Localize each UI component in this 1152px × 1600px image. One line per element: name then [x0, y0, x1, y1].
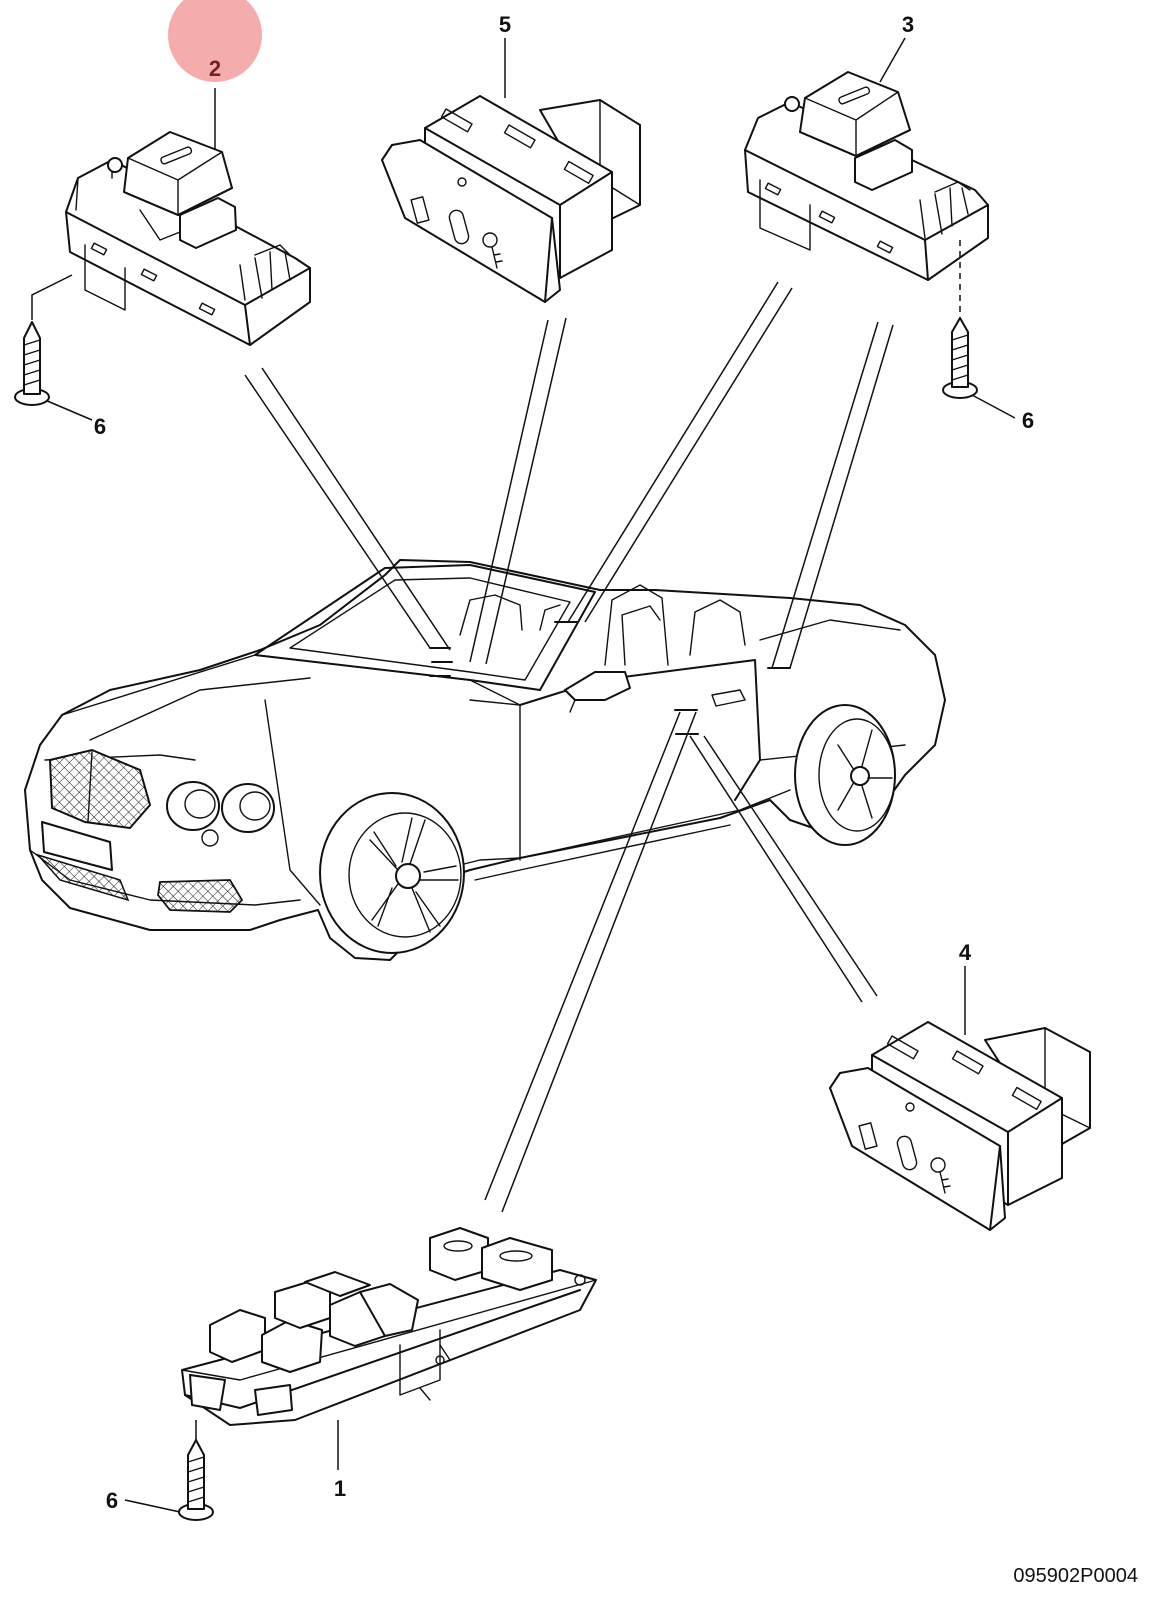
callout-2[interactable]: 2	[209, 56, 221, 81]
callout-3[interactable]: 3	[902, 12, 914, 37]
callout-4[interactable]: 4	[959, 940, 972, 965]
callout-highlight-circle[interactable]	[168, 0, 262, 82]
callout-6-left[interactable]: 6	[94, 414, 106, 439]
screw-icon	[14, 321, 50, 406]
diagram-reference-code: 095902P0004	[1013, 1565, 1138, 1587]
callout-6-bottom[interactable]: 6	[106, 1488, 118, 1513]
callout-5[interactable]: 5	[499, 12, 511, 37]
screw-icon	[942, 317, 978, 399]
leader-lines	[244, 281, 894, 1213]
callout-6-right[interactable]: 6	[1022, 408, 1034, 433]
part-5-seat-memory-switch[interactable]	[381, 38, 641, 303]
part-4-seat-memory-switch[interactable]	[829, 966, 1091, 1231]
part-1-master-switch-panel[interactable]	[124, 1227, 597, 1521]
part-2-window-switch[interactable]	[14, 88, 311, 421]
screw-icon	[178, 1439, 214, 1521]
car-illustration	[24, 559, 946, 961]
callout-1[interactable]: 1	[334, 1476, 346, 1501]
part-3-window-switch[interactable]	[744, 37, 1016, 419]
